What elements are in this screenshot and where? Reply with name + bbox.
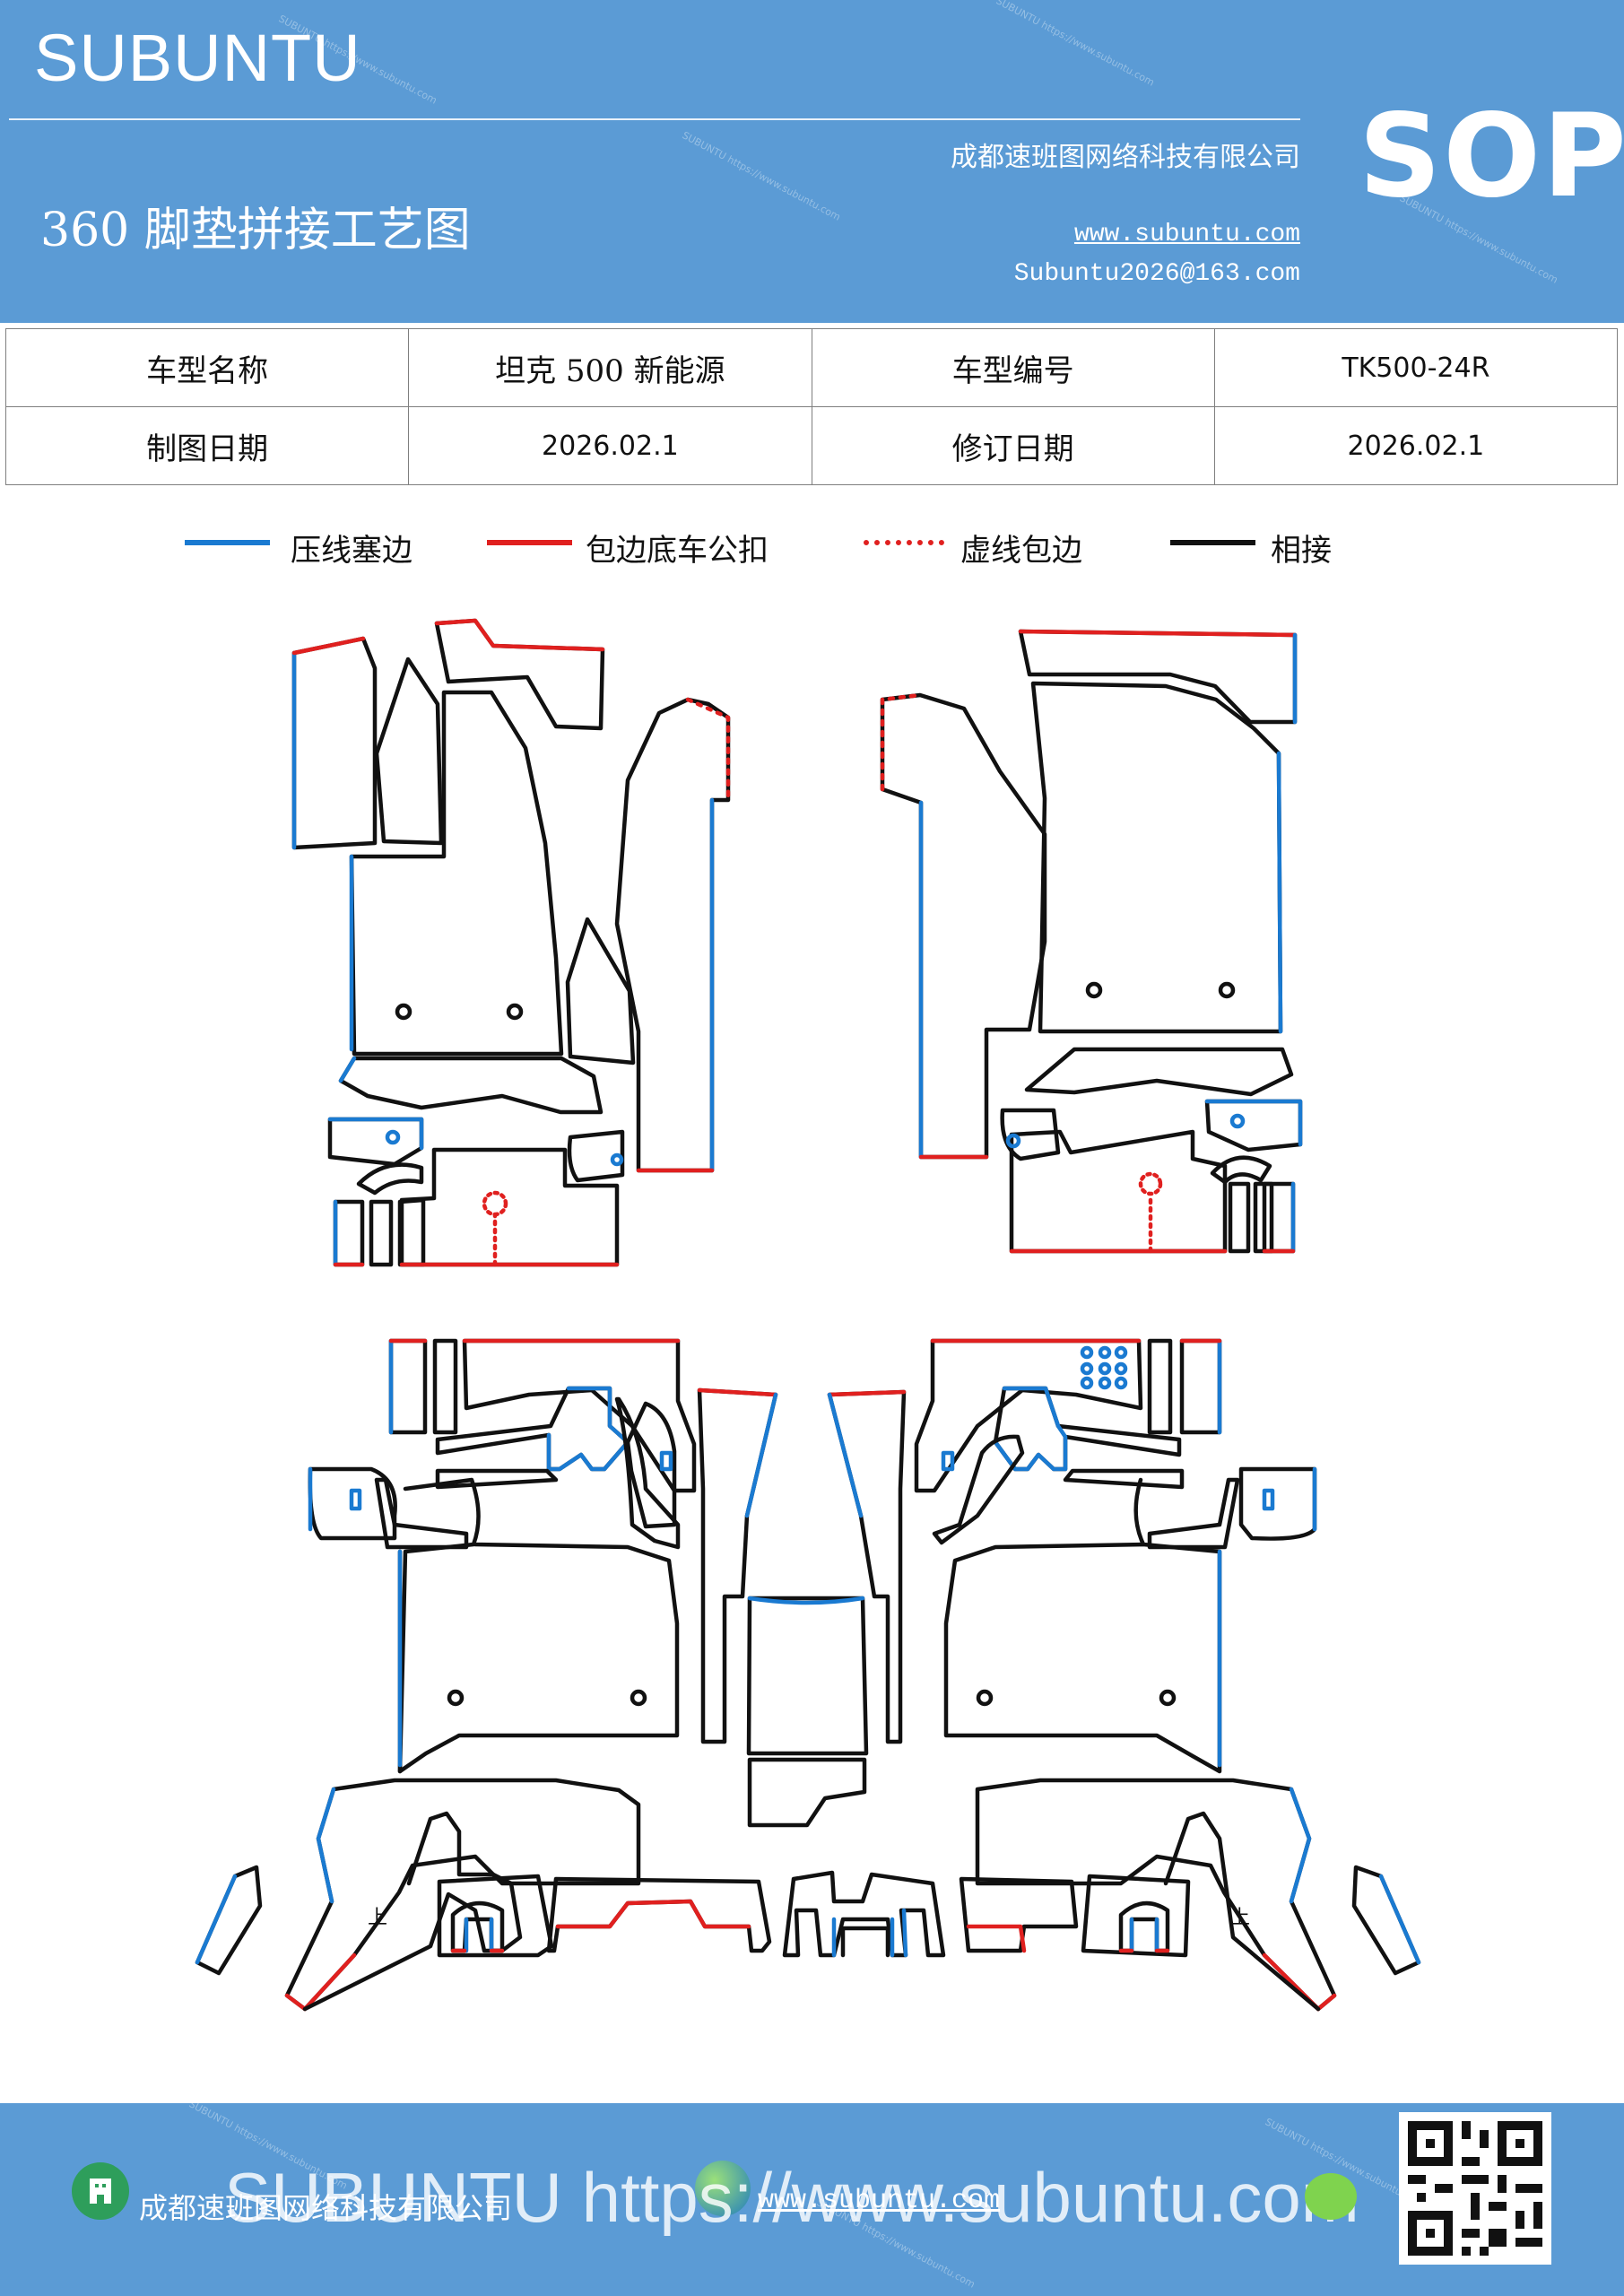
table-cell: 2026.02.1	[408, 406, 812, 485]
table-row: 车型名称 坦克 500 新能源 车型编号 TK500-24R	[4, 328, 1619, 407]
footer-overlay-text: SUBUNTU https://www.subuntu.com	[224, 2158, 1359, 2237]
legend: 压线塞边 包边底车公扣 虚线包边 相接	[0, 522, 1624, 576]
table-cell: 车型名称	[4, 328, 410, 407]
footer-banner: SUBUNTU https://www.subuntu.com SUBUNTU …	[0, 2103, 1624, 2296]
watermark: SUBUNTU https://www.subuntu.com	[994, 0, 1157, 89]
table-cell: TK500-24R	[1213, 328, 1619, 407]
legend-swatch-black	[1170, 540, 1255, 545]
button-grid	[1080, 1345, 1128, 1390]
building-icon	[72, 2162, 129, 2220]
footer-company: 成都速班图网络科技有限公司	[139, 2191, 513, 2225]
legend-label: 压线塞边	[291, 533, 413, 569]
page-title: 360 脚垫拼接工艺图	[40, 204, 471, 257]
sop-badge: SOP	[1359, 90, 1624, 223]
floor-mat-splice-diagram: 上 上	[195, 618, 1421, 2012]
footer-website-link[interactable]: www.subuntu.com	[758, 2186, 1001, 2216]
header-banner: SUBUNTU https://www.subuntu.com SUBUNTU …	[0, 0, 1624, 323]
table-cell: 坦克 500 新能源	[408, 328, 812, 407]
legend-swatch-red-dotted	[864, 540, 944, 545]
marker-label-left: 上	[368, 1907, 387, 1929]
front-right-mat-group	[880, 629, 1303, 1254]
marker-label-right: 上	[1230, 1907, 1250, 1929]
rear-mat-group: 上 上	[195, 1338, 1421, 2012]
table-cell: 2026.02.1	[1213, 406, 1619, 485]
legend-swatch-blue	[185, 540, 270, 545]
table-row: 制图日期 2026.02.1 修订日期 2026.02.1	[4, 406, 1619, 485]
wechat-icon	[1305, 2173, 1357, 2220]
header-divider	[9, 118, 1300, 120]
watermark: SUBUNTU https://www.subuntu.com	[680, 129, 843, 223]
legend-label: 虚线包边	[960, 533, 1082, 569]
table-cell: 制图日期	[4, 406, 410, 485]
website-link[interactable]: www.subuntu.com	[1073, 221, 1300, 248]
front-left-mat-group	[291, 618, 731, 1267]
legend-label: 包边底车公扣	[586, 533, 769, 569]
email-address: Subuntu2026@163.com	[1013, 260, 1300, 288]
globe-icon	[695, 2161, 751, 2216]
company-name: 成都速班图网络科技有限公司	[951, 142, 1300, 173]
brand-name: SUBUNTU	[34, 21, 361, 95]
table-cell: 修订日期	[811, 406, 1215, 485]
table-cell: 车型编号	[811, 328, 1215, 407]
legend-label: 相接	[1271, 533, 1332, 569]
qr-code	[1399, 2112, 1551, 2265]
legend-swatch-red	[487, 540, 572, 545]
vehicle-info-table: 车型名称 坦克 500 新能源 车型编号 TK500-24R 制图日期 2026…	[4, 328, 1619, 485]
